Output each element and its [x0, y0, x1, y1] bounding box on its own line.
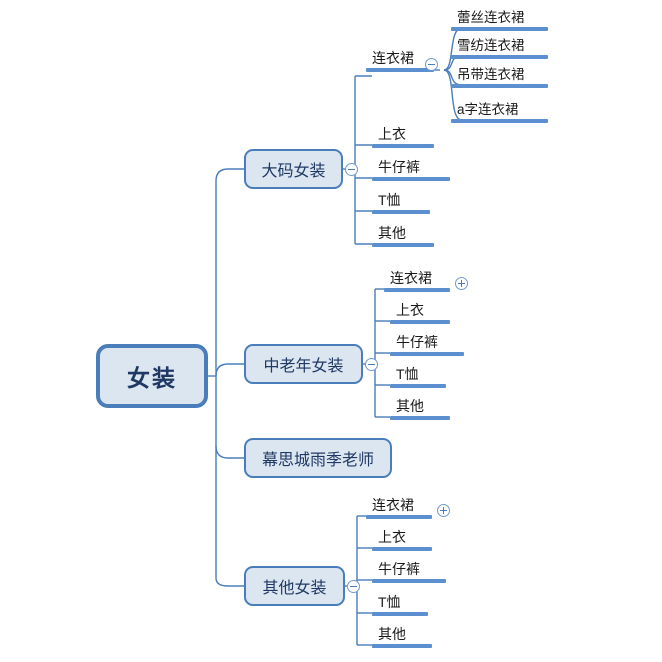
- topic-node-dama-lianyiqun[interactable]: 连衣裙: [366, 50, 434, 72]
- topic-label: 上衣: [378, 529, 406, 545]
- topic-underline: [451, 119, 548, 123]
- topic-node-dama-shangyi[interactable]: 上衣: [372, 126, 434, 148]
- expand-icon-qita-lianyiqun[interactable]: [437, 504, 450, 517]
- topic-node-qita-txu[interactable]: T恤: [372, 594, 428, 616]
- topic-underline: [390, 384, 446, 388]
- branch-node-label: 大码女装: [261, 163, 326, 180]
- topic-label: 其他: [378, 225, 406, 241]
- topic-label: 连衣裙: [372, 497, 414, 513]
- topic-node-leisi-lianyiqun[interactable]: 蕾丝连衣裙: [451, 9, 548, 31]
- topic-label: 连衣裙: [372, 50, 414, 66]
- topic-node-xuefang-lianyiqun[interactable]: 雪纺连衣裙: [451, 37, 548, 59]
- topic-underline: [372, 210, 430, 214]
- topic-label: 上衣: [396, 302, 424, 318]
- collapse-icon-zhonglaonian-nvzhuang[interactable]: [365, 358, 378, 371]
- topic-label: 牛仔裤: [396, 334, 438, 350]
- topic-underline: [372, 144, 434, 148]
- root-node-label: 女装: [127, 365, 177, 391]
- topic-node-dama-qita[interactable]: 其他: [372, 225, 434, 247]
- topic-label: T恤: [378, 594, 401, 610]
- expand-icon-zln-lianyiqun[interactable]: [455, 277, 468, 290]
- topic-node-qita-shangyi[interactable]: 上衣: [372, 529, 432, 551]
- topic-label: 吊带连衣裙: [457, 67, 525, 82]
- topic-underline: [372, 547, 432, 551]
- topic-node-dama-txu[interactable]: T恤: [372, 192, 430, 214]
- topic-underline: [390, 416, 450, 420]
- topic-node-azi-lianyiqun[interactable]: a字连衣裙: [451, 101, 548, 123]
- branch-node-label: 幕思城雨季老师: [261, 452, 374, 469]
- topic-label: T恤: [396, 366, 419, 382]
- collapse-icon-qita-nvzhuang[interactable]: [347, 580, 360, 593]
- topic-label: 牛仔裤: [378, 159, 420, 175]
- topic-label: 雪纺连衣裙: [457, 38, 525, 53]
- root-node[interactable]: 女装: [96, 344, 208, 408]
- branch-node-zhonglaonian-nvzhuang[interactable]: 中老年女装: [244, 344, 363, 384]
- topic-node-qita-qita[interactable]: 其他: [372, 626, 432, 648]
- collapse-icon-dama-lianyiqun[interactable]: [425, 58, 438, 71]
- topic-label: 其他: [378, 626, 406, 642]
- topic-underline: [451, 55, 548, 59]
- branch-node-qita-nvzhuang[interactable]: 其他女装: [244, 566, 345, 606]
- topic-underline: [366, 515, 432, 519]
- topic-node-diaodai-lianyiqun[interactable]: 吊带连衣裙: [451, 66, 548, 88]
- topic-underline: [372, 579, 446, 583]
- topic-underline: [372, 243, 434, 247]
- topic-node-zln-txu[interactable]: T恤: [390, 366, 446, 388]
- topic-underline: [366, 68, 434, 72]
- topic-node-zln-lianyiqun[interactable]: 连衣裙: [384, 270, 450, 292]
- branch-node-musicheng-yuji-laoshi[interactable]: 幕思城雨季老师: [244, 438, 392, 478]
- topic-label: 牛仔裤: [378, 561, 420, 577]
- topic-underline: [451, 84, 548, 88]
- topic-node-zln-niuzaiku[interactable]: 牛仔裤: [390, 334, 464, 356]
- topic-node-dama-niuzaiku[interactable]: 牛仔裤: [372, 159, 450, 181]
- topic-underline: [372, 177, 450, 181]
- branch-node-label: 其他女装: [262, 580, 327, 597]
- topic-label: a字连衣裙: [457, 102, 519, 117]
- topic-underline: [372, 644, 432, 648]
- topic-label: T恤: [378, 192, 401, 208]
- branch-node-dama-nvzhuang[interactable]: 大码女装: [244, 149, 343, 189]
- topic-node-zln-qita[interactable]: 其他: [390, 398, 450, 420]
- topic-label: 其他: [396, 398, 424, 414]
- collapse-icon-dama-nvzhuang[interactable]: [345, 163, 358, 176]
- topic-label: 蕾丝连衣裙: [457, 10, 525, 25]
- topic-underline: [451, 27, 548, 31]
- topic-node-qita-niuzaiku[interactable]: 牛仔裤: [372, 561, 446, 583]
- topic-underline: [390, 352, 464, 356]
- branch-node-label: 中老年女装: [263, 358, 344, 375]
- topic-label: 连衣裙: [390, 270, 432, 286]
- topic-node-zln-shangyi[interactable]: 上衣: [390, 302, 450, 324]
- topic-underline: [390, 320, 450, 324]
- topic-underline: [384, 288, 450, 292]
- topic-label: 上衣: [378, 126, 406, 142]
- topic-node-qita-lianyiqun[interactable]: 连衣裙: [366, 497, 432, 519]
- topic-underline: [372, 612, 428, 616]
